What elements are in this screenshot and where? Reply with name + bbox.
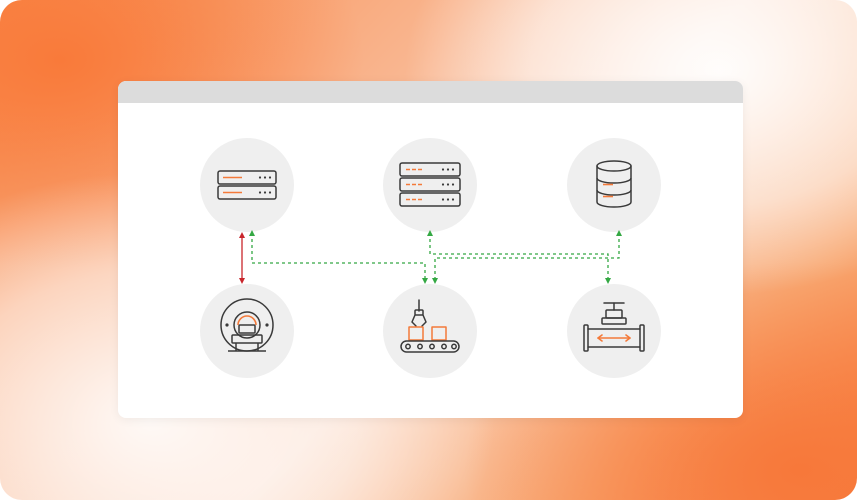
- node-database: [567, 138, 661, 232]
- node-server-single: [200, 138, 294, 232]
- pipe-valve-icon: [583, 302, 645, 352]
- app-window: [118, 81, 743, 418]
- database-icon: [596, 160, 632, 208]
- robotic-conveyor-icon: [400, 299, 460, 353]
- server-stack-icon: [399, 162, 461, 207]
- node-server-stack: [383, 138, 477, 232]
- node-valve: [567, 284, 661, 378]
- link-database-conveyor: [432, 230, 622, 284]
- link-stack-valve: [427, 230, 611, 284]
- mri-scanner-icon: [220, 298, 274, 352]
- server-rack-icon: [217, 170, 277, 200]
- link-server-conveyor: [249, 230, 428, 284]
- node-mri-scanner: [200, 284, 294, 378]
- network-diagram: [200, 138, 661, 378]
- window-titlebar: [118, 81, 743, 103]
- node-conveyor: [383, 284, 477, 378]
